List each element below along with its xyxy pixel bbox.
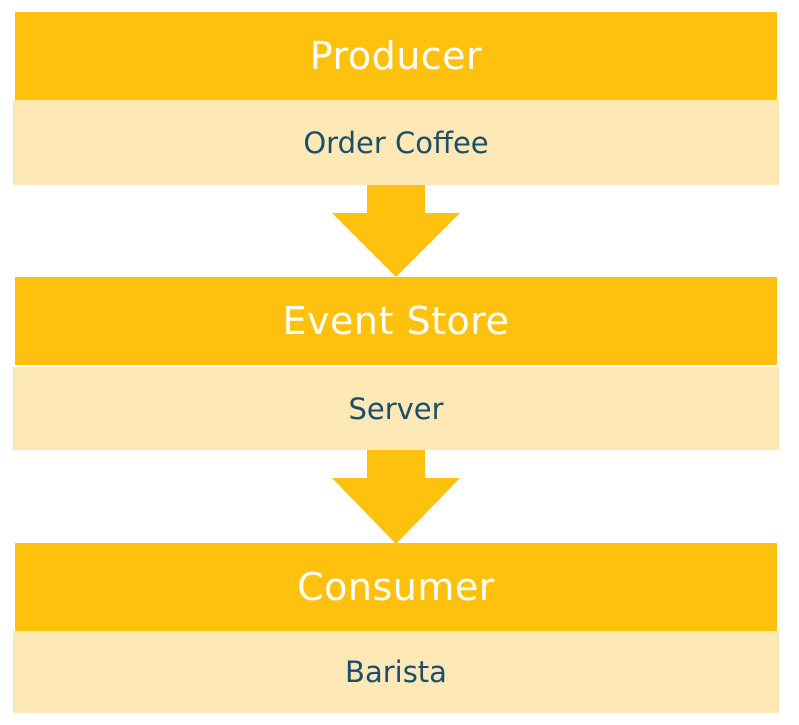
event-store-header: Event Store (15, 277, 777, 365)
down-arrow-icon (332, 185, 460, 277)
producer-detail: Order Coffee (13, 100, 779, 185)
down-arrow-icon (332, 450, 460, 544)
event-store-detail: Server (13, 367, 779, 450)
consumer-detail: Barista (13, 631, 779, 713)
producer-header: Producer (15, 12, 777, 100)
consumer-header: Consumer (15, 543, 777, 631)
